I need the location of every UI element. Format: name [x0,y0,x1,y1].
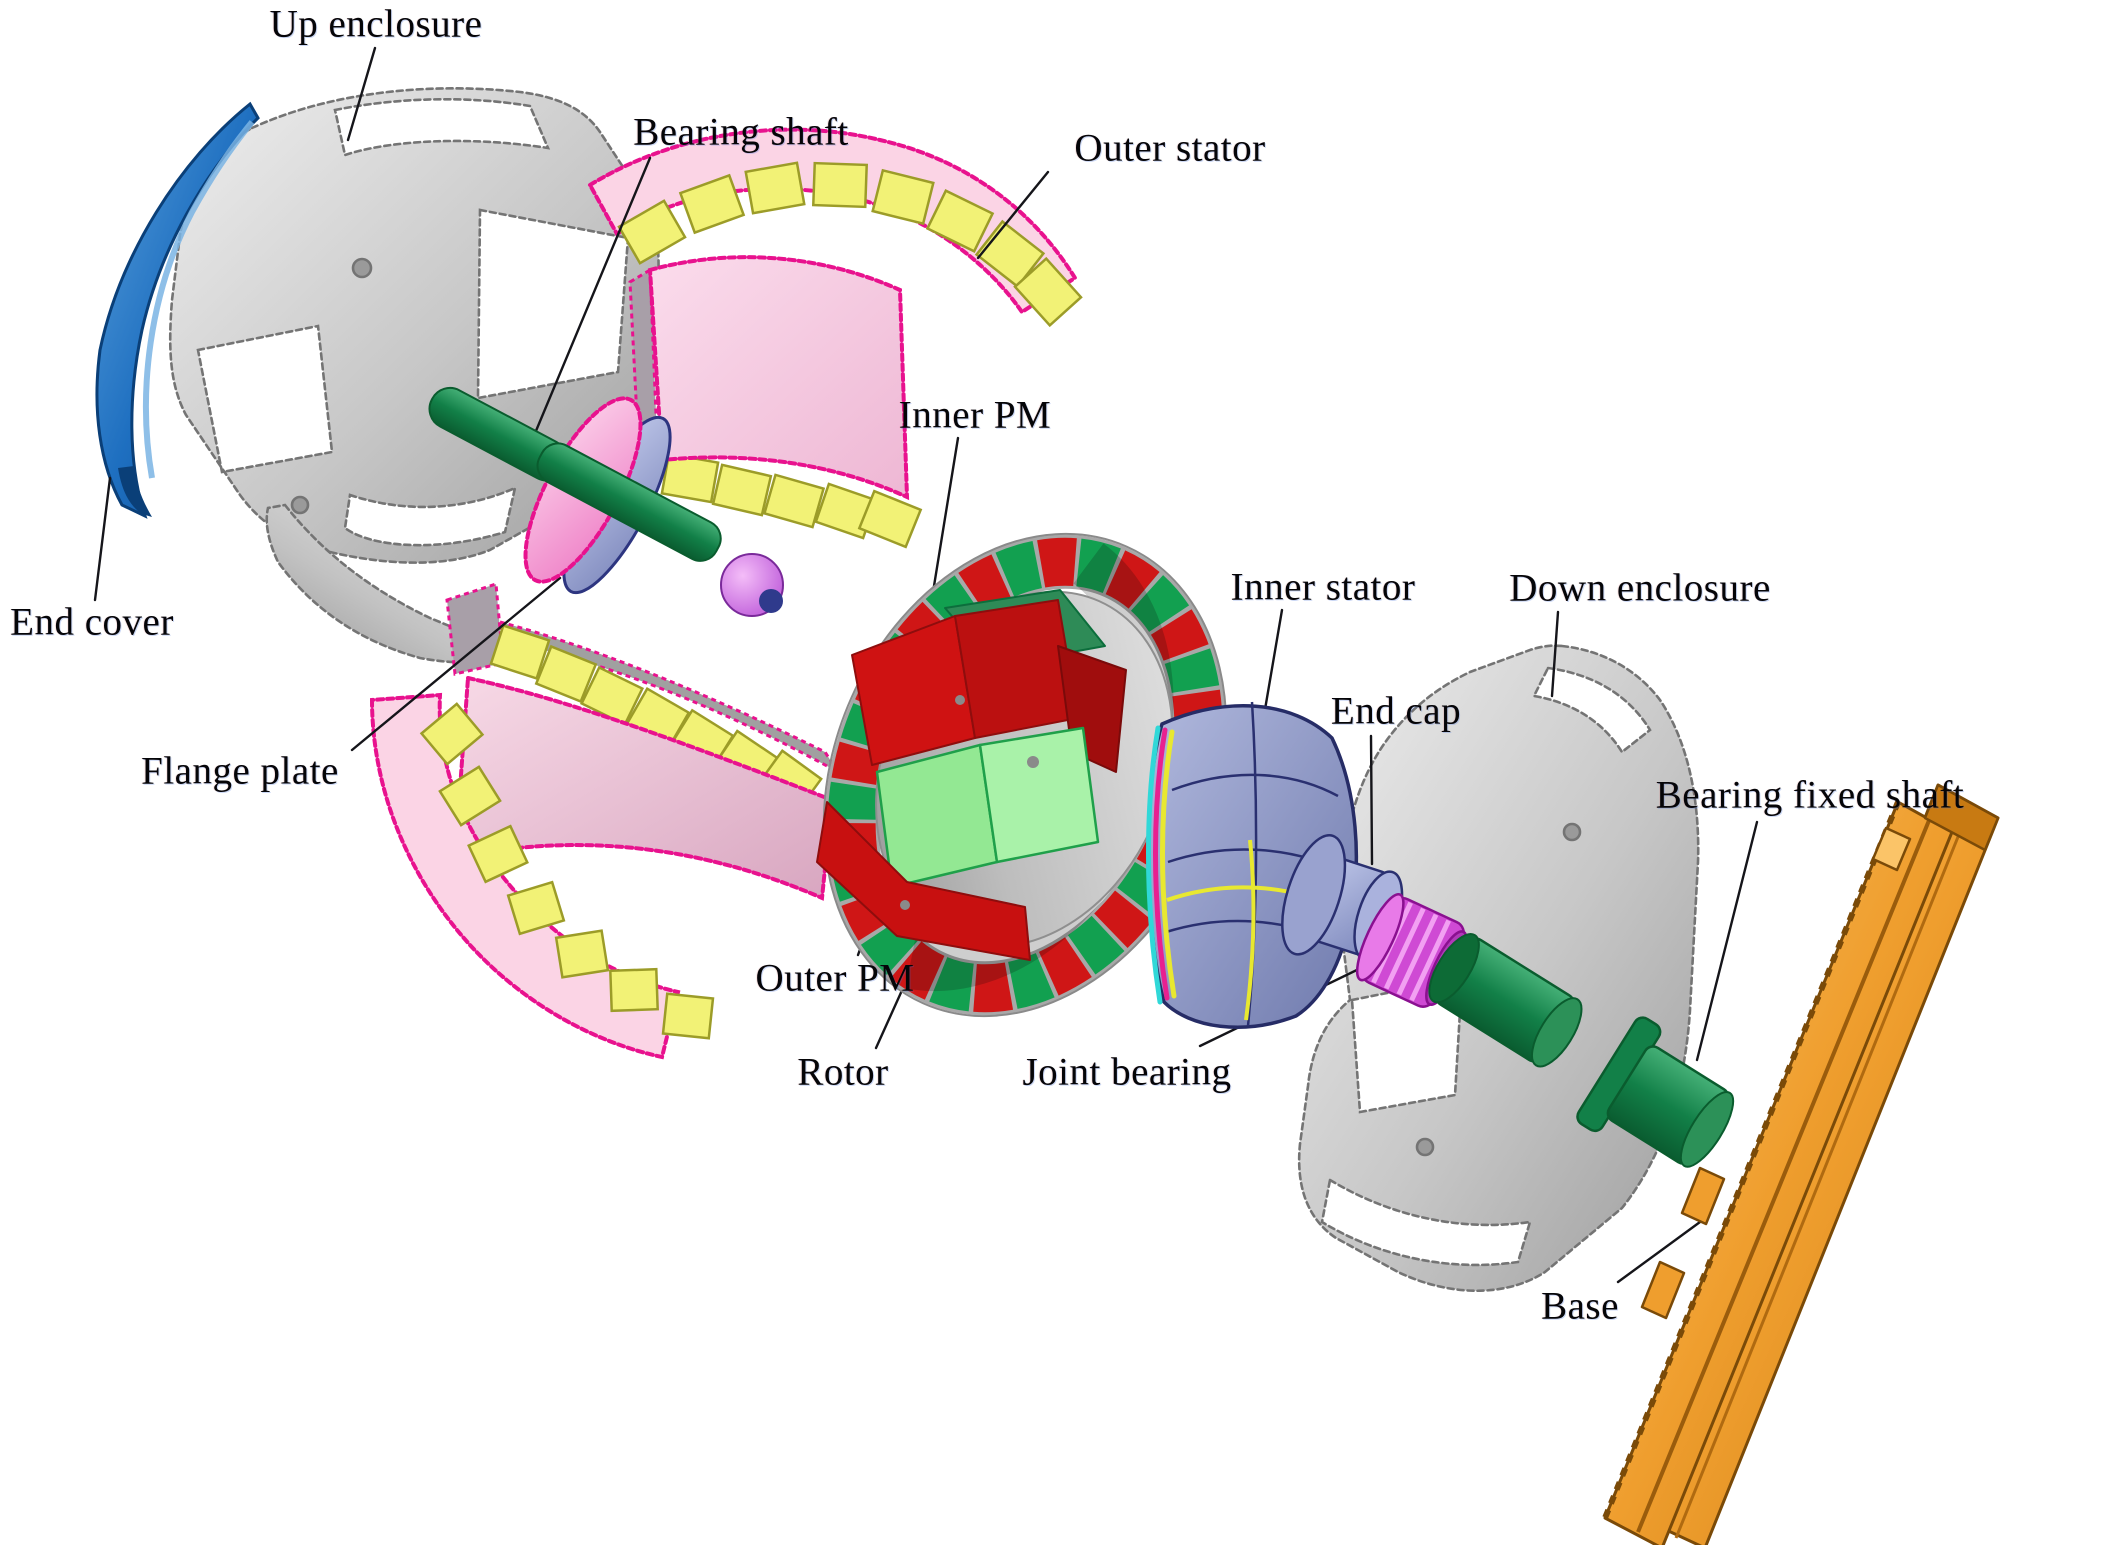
coil [609,967,659,1013]
end-cover-part [95,101,260,519]
coil [871,168,935,226]
leader-down-enclosure [1550,610,1560,698]
coil [554,929,610,979]
coil [419,702,485,766]
rotor-inner-pm-tiles [816,589,1127,961]
label-rotor: Rotor [797,1050,889,1094]
label-outer-stator: Outer stator [1074,126,1266,170]
coil [811,161,869,209]
label-bearing-shaft: Bearing shaft [633,110,849,154]
label-joint-bearing: Joint bearing [1022,1050,1232,1094]
bushing-end-face [1679,1091,1735,1168]
coil [438,765,502,827]
leader-flange-plate [350,576,562,752]
coil [744,161,806,215]
inner-pm-tile-red [954,599,1079,739]
base-ridge-line [1674,811,1970,1539]
label-base: Base [1541,1284,1619,1328]
coil [617,199,687,265]
end-cap-flange [1281,834,1347,956]
edge-stripe-yellow [1160,729,1177,999]
bearing-shaft-assembly [428,386,784,617]
leader-end-cover [93,476,112,602]
bearing-shaft-front-segment [536,442,722,562]
inner-stator-edge-stripes [1146,725,1177,1005]
outer-stator-lower-shell [445,581,840,901]
shell-face [452,675,835,901]
leader-base [1616,1220,1702,1284]
label-flange-plate: Flange plate [141,749,339,793]
coil [506,880,566,936]
leader-up-enclosure [346,46,377,142]
outer-stator-coils-lower-arc [419,702,715,1040]
base-mount-tab [1640,1260,1686,1320]
down-enclosure-hole [1415,1137,1435,1157]
label-inner-pm: Inner PM [898,393,1052,437]
base-ridge-line [1636,817,1932,1533]
label-outer-pm: Outer PM [755,956,915,1000]
leader-bearing-fixed-shaft [1695,820,1759,1062]
outer-stator-coils-top [617,161,1083,328]
coil [857,489,923,549]
coil [661,992,715,1040]
shaft-ball-cap [759,589,783,613]
end-cover-tip [118,466,152,517]
coil [489,623,551,681]
down-enclosure-hole [1562,822,1582,842]
green-cylinder-left-face [1428,933,1480,1004]
leader-outer-stator [976,170,1050,260]
up-enclosure-hole [351,257,373,279]
inner-pm-tile-light-green [875,743,999,889]
label-inner-stator: Inner stator [1230,565,1416,609]
bearing-fixed-shaft-bushing [1576,1016,1735,1168]
label-end-cover: End cover [10,600,174,644]
inner-pm-tile-light-green [978,726,1100,864]
end-cover-shell [95,101,260,519]
label-down-enclosure: Down enclosure [1509,566,1771,610]
end-cover-edge-highlight [143,120,255,479]
edge-stripe-cyan [1146,725,1163,1005]
label-up-enclosure: Up enclosure [269,2,483,46]
coil [762,473,826,529]
base-top-cap [1923,783,2000,852]
rotor-screw-dot [955,695,965,705]
coil [534,644,598,704]
rotor-screw-dot [1027,756,1039,768]
base-part [1602,783,2000,1545]
outer-stator-coils-upper-shell [660,452,923,549]
base-mount-tab [1680,1166,1726,1226]
coil [711,463,773,517]
outer-stator-lower-left-arc [369,692,715,1060]
label-bearing-fixed-shaft: Bearing fixed shaft [1655,773,1965,817]
outer-stator-top-arc [587,127,1083,328]
shell-face [647,255,910,501]
base-step-notch [1871,826,1912,872]
outer-stator-upper-shell [628,255,923,549]
leader-end-cap [1369,734,1374,866]
bearing-fixed-shaft-cylinder [1428,933,1583,1068]
up-enclosure-hole [290,495,310,515]
coil [467,824,529,884]
green-cylinder-right-face [1531,997,1583,1068]
inner-pm-tile-red-strip [816,801,1031,961]
coil [1013,256,1083,328]
inner-pm-tile-red [851,615,976,766]
coil [678,173,746,235]
coil [925,189,995,253]
edge-stripe-magenta [1153,727,1170,1001]
leader-bearing-shaft [521,156,652,464]
label-end-cap: End cap [1330,689,1462,733]
joint-bearing-left-face [1355,893,1405,982]
rotor-screw-dot [900,900,910,910]
end-cap-part [1281,834,1404,962]
